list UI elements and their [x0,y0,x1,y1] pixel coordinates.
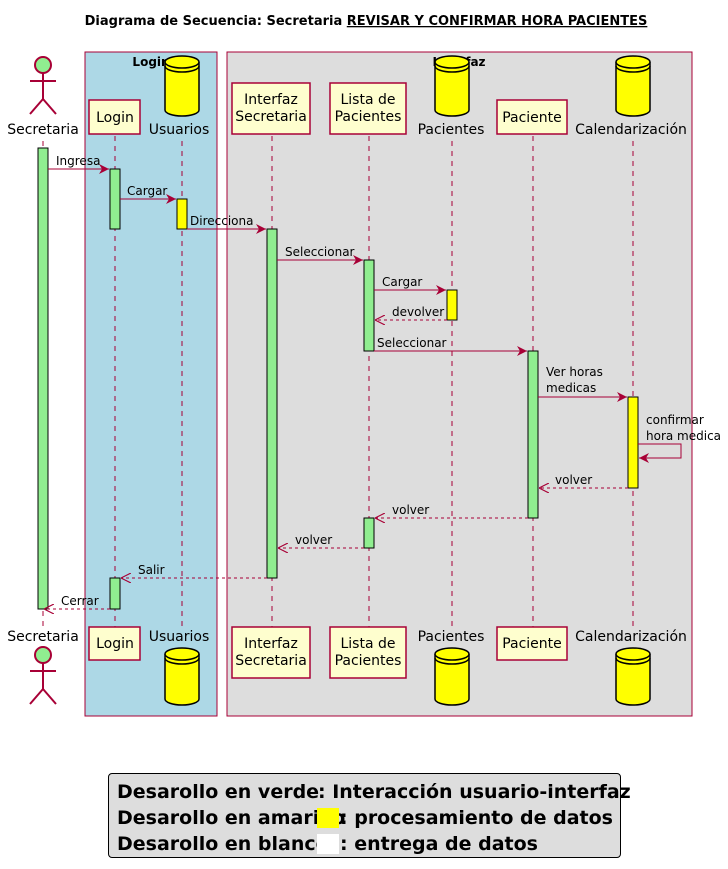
participant-interfaz-secretaria [231,82,311,135]
participant-login [88,99,141,135]
legend-swatch-white [317,834,339,854]
message-label: Direcciona [190,214,253,228]
activations [37,147,639,610]
participant-interfaz-secretaria-bottom [231,626,311,679]
participant-label-pacientes: Pacientes [418,122,485,138]
activation-pacientes [446,289,458,321]
participant-label-paciente-bottom: Paciente [502,636,562,652]
activation-calendarizacion [627,396,639,489]
participant-label-line: Interfaz [244,92,298,108]
legend-text: : entrega de datos [340,833,538,855]
legend-text: : procesamiento de datos [340,807,613,829]
database-icon [164,55,200,117]
message-label-line: medicas [546,381,596,395]
legend-label: Desarollo en amarillo [117,807,346,829]
message-label: Seleccionar [285,245,355,259]
legend: Desarollo en verde : Interacción usuario… [108,773,631,858]
message-label: Ingresa [56,154,100,168]
self-message-arrow [638,443,682,463]
activation-login-1 [109,168,121,230]
activation-lista-1 [363,259,375,352]
message-label: volver [295,533,332,547]
activation-lista-2 [363,517,375,549]
participant-label-secretaria-bottom: Secretaria [7,629,79,645]
participant-lista-pacientes-bottom [329,626,407,679]
message-label: Ver horas medicas [546,365,603,395]
login-box-label: Login [132,55,169,69]
participant-label-usuarios-bottom: Usuarios [149,629,210,645]
database-icon [615,55,651,117]
participant-lista-pacientes [329,82,407,135]
participant-login-bottom [88,626,141,661]
participant-label-line: Pacientes [335,653,402,669]
login-box [84,51,218,717]
diagram-title: Diagrama de Secuencia: Secretaria REVISA… [85,14,648,29]
legend-row-yellow: Desarollo en amarillo : procesamiento de… [117,805,620,831]
message-label-line: Ver horas [546,365,603,379]
database-icon [434,647,470,706]
participant-label-line: Lista de [340,636,395,652]
participant-label-login: Login [96,110,134,126]
message-label: Salir [138,563,165,577]
message-label: volver [555,473,592,487]
legend-row-white: Desarollo en blanco : entrega de datos [117,831,620,857]
database-icon [434,55,470,117]
message-label: Cerrar [61,594,99,608]
actor-icon [29,56,57,115]
interfaz-box [226,51,693,717]
participant-label-usuarios: Usuarios [149,122,210,138]
activation-interfaz-secretaria [266,228,278,579]
activation-usuarios [176,198,188,230]
participant-label-pacientes-bottom: Pacientes [418,629,485,645]
legend-row-green: Desarollo en verde : Interacción usuario… [117,779,631,805]
activation-paciente [527,350,539,519]
legend-label: Desarollo en blanco [117,833,329,855]
legend-label: Desarollo en verde [117,781,320,803]
legend-text: : Interacción usuario-interfaz [318,781,631,803]
participant-paciente [496,99,568,135]
participant-label-line: Lista de [340,92,395,108]
participant-label-line: Pacientes [335,109,402,125]
message-label-line: confirmar [646,413,704,427]
legend-swatch-yellow [317,808,339,828]
message-label: confirmar hora medica [646,413,721,443]
participant-label-line: Secretaria [235,109,307,125]
database-icon [615,647,651,706]
message-label: volver [392,503,429,517]
participant-label-calendarizacion-bottom: Calendarización [575,629,687,645]
message-label: Seleccionar [377,336,447,350]
participant-label-line: Interfaz [244,636,298,652]
message-label: Cargar [382,275,422,289]
message-label: devolver [392,305,444,319]
participant-label-line: Secretaria [235,653,307,669]
messages: Ingresa Cargar Direcciona Seleccionar Ca… [44,154,721,609]
participant-paciente-bottom [496,626,568,661]
database-icon [164,647,200,706]
activation-login-2 [109,577,121,610]
actor-icon [29,646,57,705]
participant-label-login-bottom: Login [96,636,134,652]
activation-secretaria [37,147,49,610]
message-label: Cargar [127,184,167,198]
message-label-line: hora medica [646,429,721,443]
participant-label-secretaria: Secretaria [7,122,79,138]
participant-label-paciente: Paciente [502,110,562,126]
participant-label-calendarizacion: Calendarización [575,122,687,138]
